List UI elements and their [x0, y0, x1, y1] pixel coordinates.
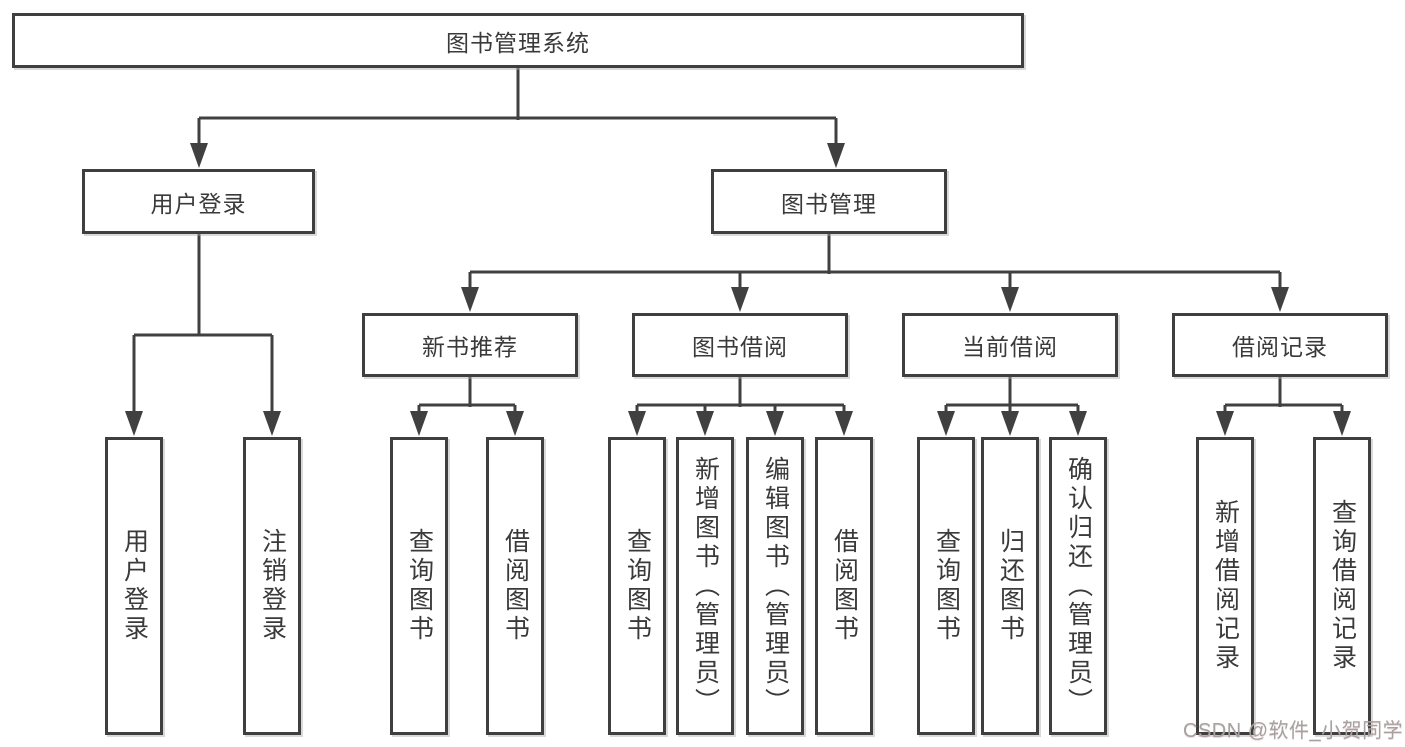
node-current-borrowing-label: 当前借阅	[962, 334, 1058, 360]
leaf-edit-books-admin: 编辑图书（管理员）	[746, 437, 804, 735]
watermark: CSDN @软件_小贺同学	[1183, 720, 1404, 742]
leaf-confirm-return-admin: 确认归还（管理员）	[1049, 437, 1107, 735]
node-book-borrowing-label: 图书借阅	[692, 334, 788, 360]
leaf-query-borrow-record: 查询借阅记录	[1313, 437, 1371, 735]
node-book-management-module: 图书管理	[711, 169, 947, 234]
node-new-book-recommendation: 新书推荐	[362, 313, 578, 377]
arrowheads	[125, 143, 1351, 436]
leaf-borrowing-query-books: 查询图书	[608, 437, 666, 735]
node-system-root-label: 图书管理系统	[446, 29, 590, 56]
leaf-add-books-admin-label: 新增图书（管理员）	[691, 455, 720, 717]
leaf-user-login-label: 用户登录	[120, 528, 149, 644]
tree-edges	[132, 68, 1344, 413]
leaf-recommend-query-books-label: 查询图书	[405, 528, 434, 644]
leaf-borrowing-query-books-label: 查询图书	[623, 528, 652, 644]
leaf-current-query-books: 查询图书	[917, 437, 975, 735]
leaf-borrowing-borrow-books: 借阅图书	[815, 437, 873, 735]
leaf-add-borrow-record: 新增借阅记录	[1196, 437, 1254, 735]
leaf-confirm-return-admin-label: 确认归还（管理员）	[1064, 455, 1093, 717]
leaf-return-books-label: 归还图书	[996, 528, 1025, 644]
node-current-borrowing: 当前借阅	[902, 313, 1118, 377]
leaf-borrowing-borrow-books-label: 借阅图书	[830, 528, 859, 644]
leaf-current-query-books-label: 查询图书	[932, 528, 961, 644]
node-borrowing-records: 借阅记录	[1172, 313, 1388, 377]
node-book-borrowing: 图书借阅	[632, 313, 848, 377]
node-system-root: 图书管理系统	[12, 13, 1024, 68]
leaf-logout-login-label: 注销登录	[258, 528, 287, 644]
leaf-recommend-borrow-books-label: 借阅图书	[501, 528, 530, 644]
node-book-management-module-label: 图书管理	[781, 190, 877, 217]
node-borrowing-records-label: 借阅记录	[1232, 334, 1328, 360]
node-new-book-recommendation-label: 新书推荐	[422, 334, 518, 360]
node-user-login-module: 用户登录	[82, 169, 315, 234]
leaf-return-books: 归还图书	[981, 437, 1039, 735]
leaf-recommend-query-books: 查询图书	[390, 437, 448, 735]
node-user-login-module-label: 用户登录	[150, 190, 247, 217]
leaf-add-books-admin: 新增图书（管理员）	[676, 437, 734, 735]
leaf-logout-login: 注销登录	[243, 437, 301, 735]
leaf-user-login: 用户登录	[105, 437, 163, 735]
leaf-recommend-borrow-books: 借阅图书	[486, 437, 544, 735]
leaf-query-borrow-record-label: 查询借阅记录	[1328, 499, 1357, 673]
leaf-edit-books-admin-label: 编辑图书（管理员）	[761, 455, 790, 717]
leaf-add-borrow-record-label: 新增借阅记录	[1211, 499, 1240, 673]
